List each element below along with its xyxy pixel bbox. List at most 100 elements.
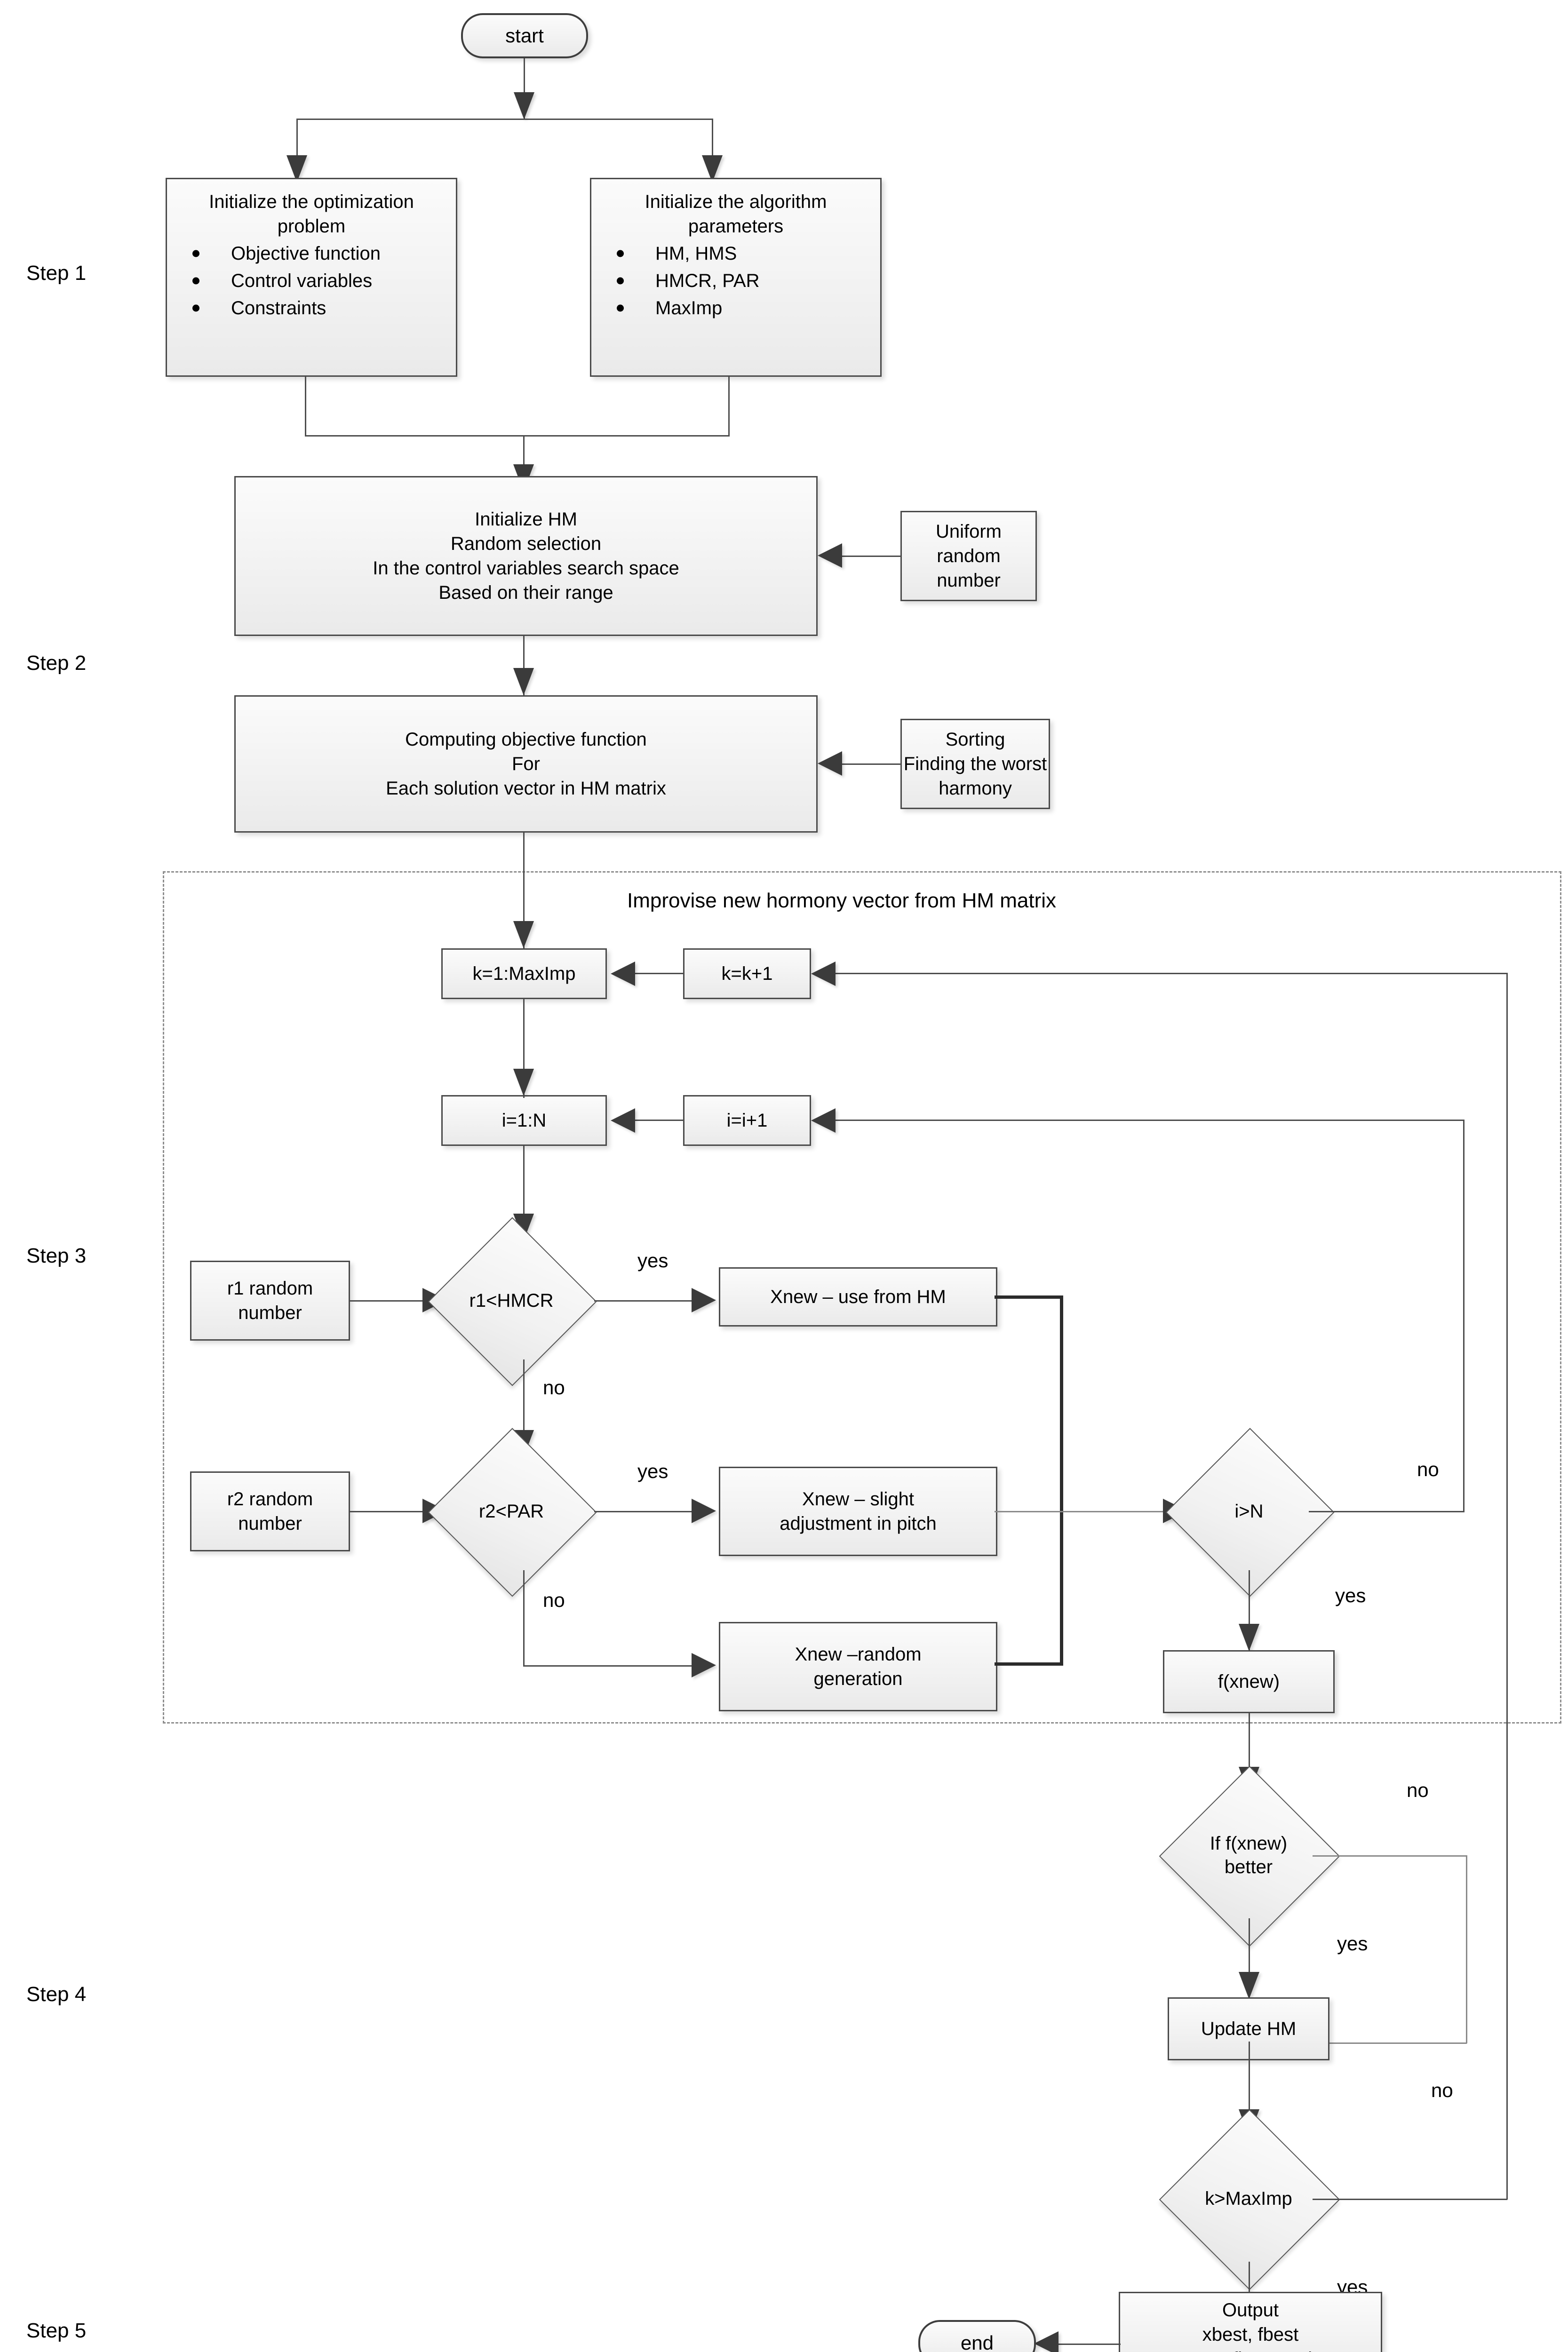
sorting-line-3: harmony: [939, 778, 1012, 799]
edge-r2box-to-diamond: [350, 1511, 423, 1512]
node-r1-random-number[interactable]: r1 random number: [190, 1261, 350, 1341]
list-item: Control variables: [175, 269, 447, 293]
xnew-pitch-line-1: Xnew – slight: [802, 1489, 914, 1510]
r1-decision-label: r1<HMCR: [469, 1290, 554, 1311]
init-hm-line-4: Based on their range: [438, 582, 613, 603]
list-item: HM, HMS: [600, 241, 872, 266]
edge-fxnew-down: [1249, 1713, 1250, 1796]
sorting-line-2: Finding the worst: [903, 754, 1047, 774]
edge-split-left: [296, 119, 298, 180]
decision-fxnew-better[interactable]: If f(xnew) better: [1159, 1765, 1340, 1947]
node-output[interactable]: Output xbest, fbest Power flow results: [1119, 2292, 1382, 2352]
edge-sorting-to-compute: [842, 763, 901, 765]
node-f-xnew[interactable]: f(xnew): [1163, 1650, 1335, 1713]
edge-label-better-yes: yes: [1337, 1932, 1368, 1955]
node-i-increment[interactable]: i=i+1: [683, 1095, 811, 1146]
node-i-loop[interactable]: i=1:N: [441, 1095, 607, 1146]
improvise-group-title: Improvise new hormony vector from HM mat…: [627, 889, 1056, 912]
fxnew-label: f(xnew): [1218, 1671, 1280, 1692]
decision-k-gt-maximp[interactable]: k>MaxImp: [1159, 2109, 1340, 2290]
xnew-pitch-line-2: adjustment in pitch: [780, 1513, 937, 1534]
node-xnew-use-from-hm[interactable]: Xnew – use from HM: [719, 1267, 997, 1327]
step-label-4: Step 4: [26, 1983, 87, 2006]
init-hm-line-2: Random selection: [450, 533, 602, 554]
edge-r2-no-v: [523, 1570, 525, 1666]
edge-merge-down: [523, 435, 525, 492]
edge-r2-yes: [594, 1511, 692, 1512]
edge-r1box-to-diamond: [350, 1300, 423, 1302]
node-compute-objective[interactable]: Computing objective function For Each so…: [234, 695, 818, 833]
edge-uniform-to-inithm: [842, 556, 901, 557]
arrowhead-output-to-end: [1034, 2331, 1059, 2352]
compute-line-2: For: [512, 754, 540, 774]
init-hm-line-3: In the control variables search space: [373, 558, 679, 579]
arrowhead-r1-yes: [692, 1288, 716, 1312]
better-label-line-1: If f(xnew): [1210, 1833, 1288, 1854]
edge-iN-yes: [1249, 1570, 1250, 1653]
arrowhead-kmax-no-to-kincr: [811, 961, 836, 986]
xnew-rand-line-2: generation: [813, 1669, 903, 1689]
output-line-2: xbest, fbest: [1202, 2324, 1299, 2345]
edge-better-yes: [1249, 1918, 1250, 2001]
iN-decision-label: i>N: [1234, 1501, 1264, 1522]
node-k-increment[interactable]: k=k+1: [683, 948, 811, 999]
arrowhead-kincr-to-kloop: [611, 961, 635, 986]
edge-kmax-no-v: [1506, 973, 1508, 2200]
improvise-group-box: [163, 871, 1561, 1724]
arrowhead-iN-no-to-iincr: [811, 1108, 836, 1133]
init-hm-line-1: Initialize HM: [475, 509, 577, 530]
step-label-1: Step 1: [26, 262, 87, 285]
i-incr-label: i=i+1: [726, 1110, 768, 1131]
arrowhead-to-kloop: [513, 921, 534, 948]
edge-better-no-v: [1466, 1855, 1467, 2043]
edge-xnewhm-bus-h: [995, 1295, 1063, 1299]
edge-kmax-no-h1: [1313, 2199, 1507, 2200]
arrowhead-start-down: [514, 92, 534, 119]
init-problem-title-1: Initialize the optimization: [209, 191, 414, 212]
init-problem-list: Objective function Control variables Con…: [175, 238, 447, 323]
edge-compute-down: [523, 833, 525, 950]
edge-label-r2-yes: yes: [637, 1460, 669, 1482]
node-r2-random-number[interactable]: r2 random number: [190, 1471, 350, 1551]
node-sorting-worst-harmony[interactable]: Sorting Finding the worst harmony: [900, 719, 1050, 809]
edge-output-to-end: [1059, 2344, 1121, 2345]
step-label-3: Step 3: [26, 1244, 87, 1267]
step-label-2: Step 2: [26, 652, 87, 675]
node-initialize-parameters[interactable]: Initialize the algorithm parameters HM, …: [590, 178, 882, 377]
end-node[interactable]: end: [918, 2320, 1036, 2352]
edge-iN-no-v: [1463, 1120, 1465, 1512]
decision-r1-lt-hmcr[interactable]: r1<HMCR: [428, 1217, 597, 1386]
edge-iN-no-h2: [836, 1120, 1464, 1121]
output-line-1: Output: [1222, 2300, 1279, 2320]
r1-line-1: r1 random: [227, 1278, 313, 1299]
sorting-line-1: Sorting: [945, 729, 1005, 750]
node-xnew-slight-adjustment[interactable]: Xnew – slight adjustment in pitch: [719, 1467, 997, 1556]
arrowhead-r2-no: [692, 1653, 716, 1677]
node-xnew-random-generation[interactable]: Xnew –random generation: [719, 1622, 997, 1711]
edge-xnewpitch-to-iN: [995, 1511, 1166, 1512]
k-incr-label: k=k+1: [721, 963, 773, 984]
arrowhead-sorting-to-compute: [818, 751, 842, 776]
arrowhead-to-compute: [513, 668, 534, 695]
edge-r1-yes: [594, 1300, 692, 1302]
start-node[interactable]: start: [461, 13, 588, 58]
node-initialize-hm[interactable]: Initialize HM Random selection In the co…: [234, 476, 818, 636]
node-k-loop[interactable]: k=1:MaxImp: [441, 948, 607, 999]
edge-inithm-down: [523, 636, 525, 696]
end-label: end: [960, 2331, 994, 2352]
arrowhead-iincr-to-iloop: [611, 1108, 635, 1133]
edge-xnewrand-bus-h: [995, 1662, 1063, 1666]
edge-xnew-bus-v: [1060, 1295, 1063, 1665]
edge-label-r1-yes: yes: [637, 1249, 669, 1271]
init-problem-title-2: problem: [277, 216, 346, 237]
start-label: start: [505, 24, 544, 47]
arrowhead-iN-yes: [1239, 1624, 1259, 1651]
compute-line-1: Computing objective function: [405, 729, 647, 750]
decision-i-gt-n[interactable]: i>N: [1165, 1428, 1335, 1597]
edge-updatehm-down: [1249, 2042, 1250, 2140]
node-uniform-random-number[interactable]: Uniform random number: [900, 511, 1037, 601]
decision-r2-lt-par[interactable]: r2<PAR: [428, 1428, 597, 1597]
node-initialize-problem[interactable]: Initialize the optimization problem Obje…: [166, 178, 457, 377]
edge-init-problem-down: [305, 377, 306, 436]
